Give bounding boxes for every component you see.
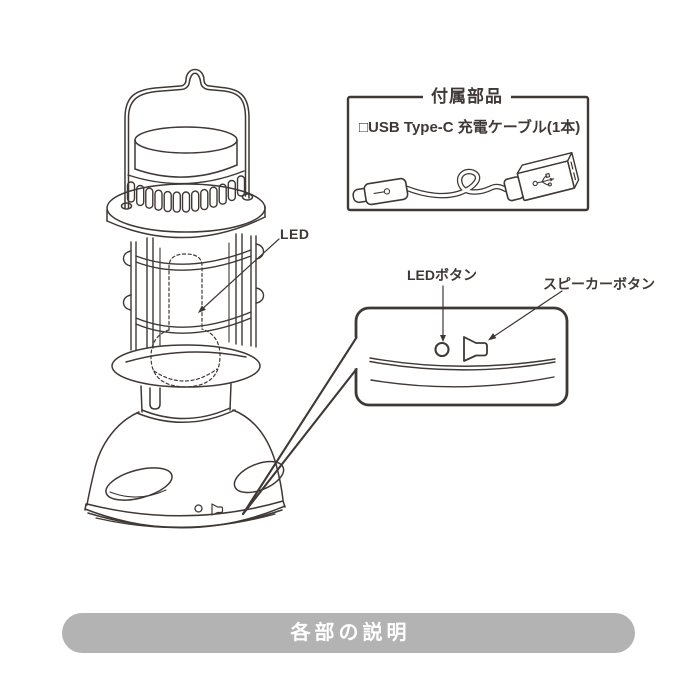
globe-cage-icon <box>122 233 265 351</box>
led-button-icon <box>434 341 450 358</box>
speaker-icon <box>463 336 488 362</box>
collar-disc-icon <box>106 183 266 239</box>
usb-c-plug-icon <box>352 177 409 206</box>
led-leader-line <box>198 238 280 313</box>
led-label: LED <box>280 226 310 242</box>
base-speaker-icon <box>211 503 224 516</box>
footer-banner: 各部の説明 <box>62 613 635 653</box>
detail-callout <box>241 285 569 516</box>
parts-box-item: □USB Type-C 充電ケーブル(1本) <box>359 119 581 136</box>
footer-title: 各部の説明 <box>290 622 411 644</box>
led-mantle-icon <box>150 253 221 388</box>
base-recess-left <box>105 467 173 501</box>
lower-ring-icon <box>111 344 261 413</box>
speaker-button-label: スピーカーボタン <box>543 276 655 292</box>
parts-box-title: 付属部品 <box>423 88 511 105</box>
speaker-button-leader-line <box>488 290 563 341</box>
led-button-label: LEDボタン <box>407 267 477 283</box>
parts-box <box>346 95 590 212</box>
callout-seam-lines <box>369 357 556 388</box>
led-button-leader-line <box>440 285 446 342</box>
base-led-button-icon <box>194 504 203 513</box>
lantern-cap-icon <box>134 126 238 178</box>
lantern-illustration <box>84 68 286 529</box>
usb-a-plug-icon <box>503 151 580 202</box>
base-recess-right <box>233 460 285 494</box>
lantern-base-icon <box>84 407 286 529</box>
usb-trident-icon <box>532 172 555 187</box>
callout-tail-line <box>241 336 358 516</box>
callout-tail-line <box>241 367 358 516</box>
usb-cable-illustration <box>352 151 580 206</box>
lantern-handle-icon <box>120 68 254 210</box>
